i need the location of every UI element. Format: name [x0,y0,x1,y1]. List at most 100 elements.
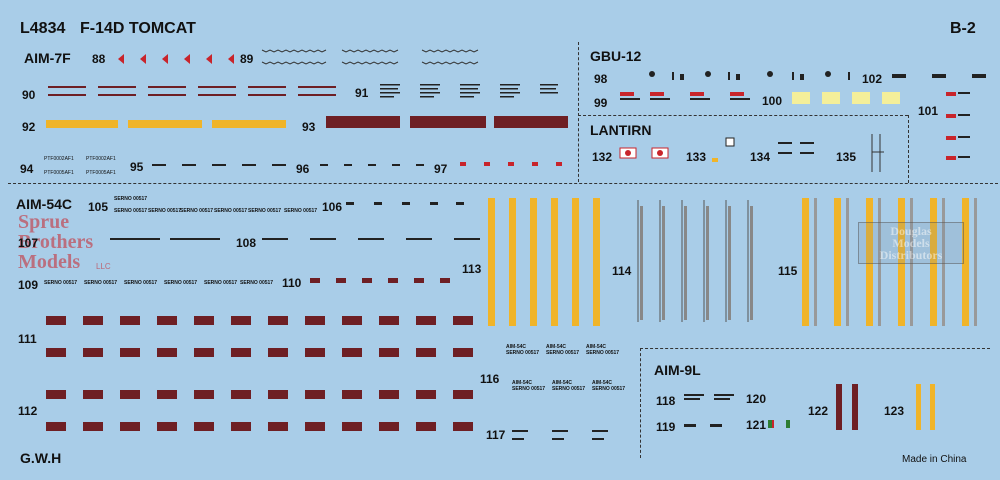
decal-number: 120 [746,392,767,406]
decal-number: 93 [302,120,316,134]
aim54c-bottom-stencils [512,430,608,440]
yellow-band [46,120,118,128]
decal-number: 122 [808,404,829,418]
stencil-serno: SERNO 00517 [546,350,580,356]
decal-number: 132 [592,150,613,164]
decal-number: 95 [130,160,144,174]
stencil-serno: SERNO 00517 [84,280,118,286]
decal-number: 121 [746,418,767,432]
pale-yellow-patch [882,92,900,104]
maroon-tile-rows-lower [46,390,473,431]
decal-number: 134 [750,150,771,164]
stencil-aim54c: AIM-54C [586,344,607,350]
gbu12-side-stencils [946,92,970,160]
gbu12-small-stencils [892,74,986,78]
aim54c-row-stencils [110,238,220,240]
aim54c-row-stencils [262,238,480,240]
stencil-serno: SERNO 00517 [44,280,78,286]
decal-number: 114 [612,264,632,278]
decal-number: 88 [92,52,106,66]
stencil-serno: SERNO 00517 [552,386,586,392]
made-in-label: Made in China [902,454,967,465]
stencil-serno: SERNO 00517 [248,208,282,214]
stencil-serno: SERNO 00517 [180,208,214,214]
decal-number: 115 [778,264,798,278]
stencil-aim54c: AIM-54C [546,344,567,350]
decal-number: 109 [18,278,39,292]
sprue-brothers-watermark: Sprue Brothers Models [18,212,93,272]
sheet-code: L4834 [20,20,66,37]
maroon-band [494,116,568,128]
divider-gbu12-left [578,42,579,182]
gbu12-stencils [649,71,850,80]
maroon-tile-rows [46,316,473,357]
stencil-aim54c: AIM-54C [506,344,527,350]
aim9l-stencils [684,394,734,400]
decal-number: 102 [862,72,883,86]
watermark-line: Sprue [18,211,70,233]
aim9l-small-stencils [684,424,722,427]
decal-number: 116 [480,372,500,386]
decal-number: 117 [486,428,506,442]
stencil-text: PTF0002AF1 [86,156,116,162]
decal-number: 94 [20,162,34,176]
stencil-serno: SERNO 00517 [214,208,248,214]
stencil-serno: SERNO 00517 [284,208,318,214]
decal-number: 133 [686,150,707,164]
stencil-serno: SERNO 00517 [592,386,626,392]
section-aim7f: AIM-7F [24,50,71,66]
gbu12-red-stencils [620,92,750,100]
lantirn-bracket [871,134,884,172]
watermark-line: Douglas [890,224,932,238]
decal-number: 91 [355,86,369,100]
divider-lantirn-top [578,115,908,116]
douglas-models-watermark: Douglas Models Distributors [858,222,964,264]
stencil-serno: SERNO 00517 [124,280,158,286]
decal-number: 99 [594,96,608,110]
decal-number: 107 [18,236,39,250]
stencil-aim54c: AIM-54C [512,380,533,386]
decal-number: 108 [236,236,257,250]
tiny-stencils [152,164,286,166]
decal-number: 113 [462,262,482,276]
watermark-line: Models [18,251,81,273]
decal-number: 92 [22,120,36,134]
tiny-stencils [320,164,424,166]
watermark-line: Distributors [879,248,943,262]
lantirn-text-stencils [778,142,814,154]
stencil-serno: SERNO 00517 [512,386,546,392]
decal-number: 96 [296,162,310,176]
sheet-id: B-2 [950,20,976,37]
decal-number: 110 [282,276,302,290]
decal-number: 97 [434,162,448,176]
stencil-serno: SERNO 00517 [114,196,148,202]
brand-logo: G.W.H [20,450,62,466]
aim54c-small-stencils [346,202,464,205]
section-aim9l: AIM-9L [654,362,701,378]
decal-number: 135 [836,150,857,164]
maroon-thin-bands [48,86,336,96]
decal-number: 118 [656,394,676,408]
decal-number: 98 [594,72,608,86]
section-lantirn: LANTIRN [590,122,652,138]
decal-number: 119 [656,420,676,434]
stencil-aim54c: AIM-54C [592,380,613,386]
decal-number: 112 [18,404,38,418]
stencil-text: PTF0002AF1 [44,156,74,162]
decal-number: 105 [88,200,109,214]
decal-number: 100 [762,94,783,108]
decal-number: 123 [884,404,905,418]
decal-number: 111 [18,332,37,346]
stencil-serno: SERNO 00517 [240,280,274,286]
divider-aim9l-top [640,348,990,349]
text-stencil-blocks [380,84,558,98]
stencil-text: PTF0005AF1 [44,170,74,176]
watermark-line: Models [892,236,930,250]
maroon-vertical-bar [852,384,858,430]
tiny-markers [460,162,562,166]
pale-yellow-patch [852,92,870,104]
yellow-vertical-stripes [488,198,600,326]
decal-number: 101 [918,104,939,118]
yellow-grey-stripes [802,198,977,326]
watermark-line: Brothers [18,231,94,253]
